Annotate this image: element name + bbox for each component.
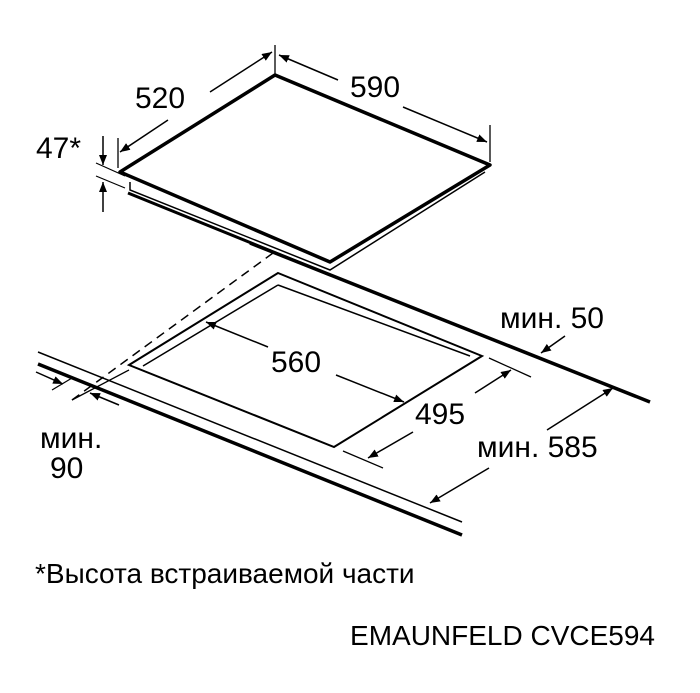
worktop-side-dashed (71, 252, 274, 401)
dim-label-min585: мин. 585 (477, 431, 598, 464)
ext-line (342, 450, 384, 469)
dim-arrow-560 (205, 321, 269, 348)
dim-arrow-min50 (540, 335, 566, 354)
dim-label-min50: мин. 50 (500, 302, 604, 335)
dim-label-520: 520 (135, 82, 185, 115)
dim-arrow-590 (278, 54, 339, 81)
dim-label-495: 495 (415, 398, 465, 431)
dim-arrow-495 (367, 431, 414, 459)
dim-arrow-520 (209, 51, 273, 93)
worktop-back-edge (249, 241, 651, 404)
cutout-outer (126, 271, 485, 449)
dim-label-590: 590 (350, 71, 400, 104)
footnote: *Высота встраиваемой части (35, 558, 415, 589)
ext-line (95, 162, 126, 177)
dim-arrow-min90 (35, 371, 64, 385)
hob-top-outline (118, 73, 492, 264)
ext-line (71, 369, 130, 401)
worktop-front-edge (37, 362, 463, 537)
dim-arrow-590 (402, 106, 488, 143)
dim-label-560: 560 (271, 346, 321, 379)
ext-line (488, 357, 532, 378)
dim-arrow-min90 (89, 392, 120, 406)
dim-arrow-min585 (546, 387, 614, 431)
dim-label-min90-line1: мин. (40, 422, 102, 455)
dim-arrow-min585 (429, 467, 490, 504)
dim-label-min90-line2: 90 (50, 452, 83, 485)
dim-arrow-520 (119, 119, 169, 153)
ext-line (95, 175, 126, 189)
dim-arrow-560 (335, 374, 405, 403)
hob-lower-edge (129, 171, 486, 271)
dim-label-47: 47* (36, 132, 81, 165)
brand-model: EMAUNFELD CVCE594 (350, 620, 655, 651)
ext-line (51, 377, 73, 391)
dim-arrow-495 (474, 369, 512, 394)
